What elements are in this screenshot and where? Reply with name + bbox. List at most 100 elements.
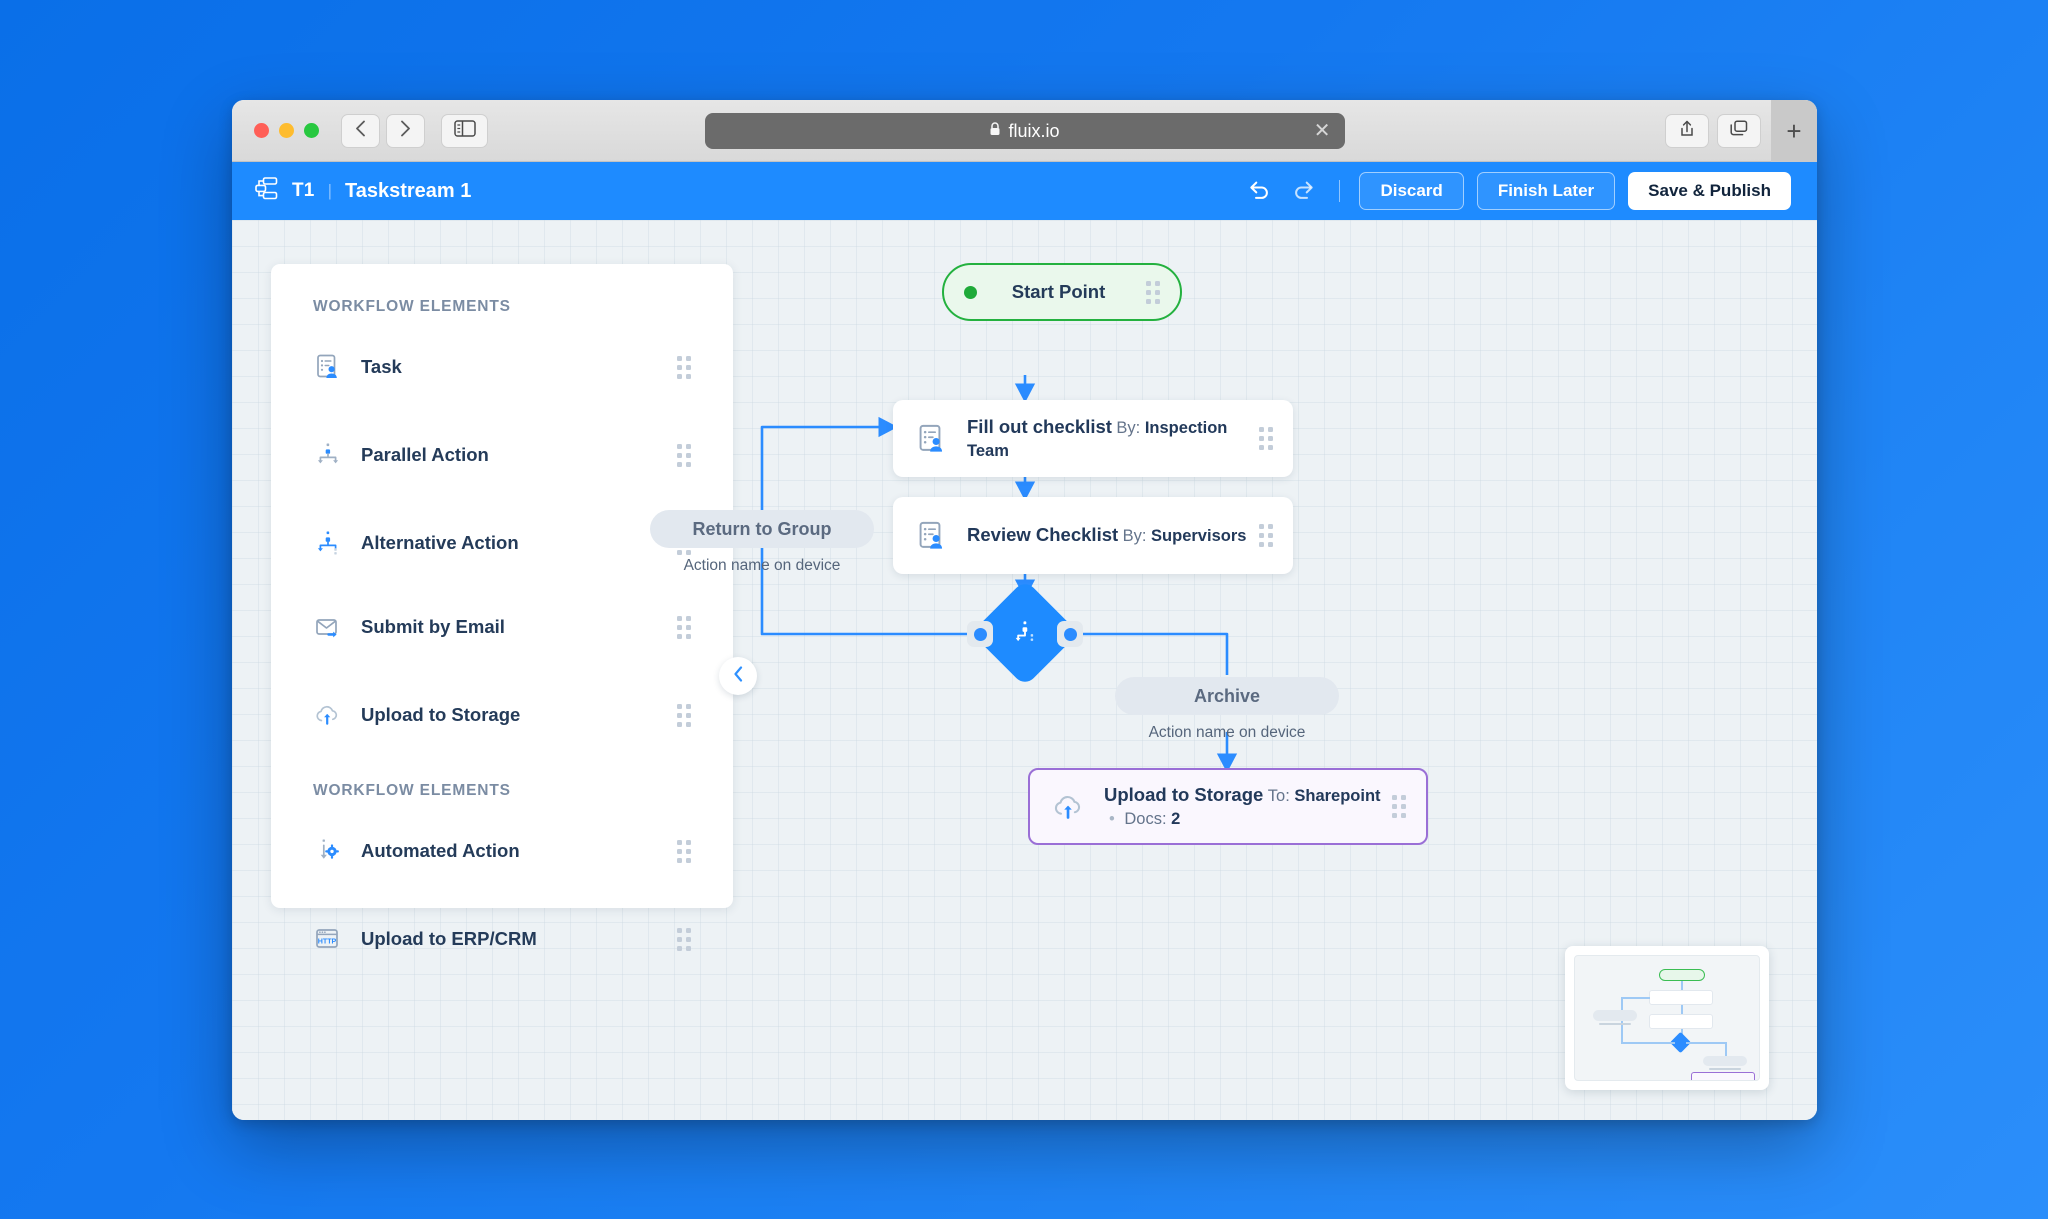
parallel-action-icon <box>313 440 343 470</box>
sidebar-item-automated-action[interactable]: Automated Action <box>271 824 733 878</box>
redo-button[interactable] <box>1288 175 1320 207</box>
minimap-viewport <box>1574 955 1760 1081</box>
email-submit-icon <box>313 612 343 642</box>
sidebar-item-submit-by-email[interactable]: Submit by Email <box>271 600 733 654</box>
sidebar-item-upload-to-erp-crm[interactable]: HTTP Upload to ERP/CRM <box>271 912 733 966</box>
drag-handle-icon[interactable] <box>1259 427 1273 450</box>
workflow-canvas[interactable]: Start Point Fill out checklist <box>232 220 1817 1120</box>
drag-handle-icon[interactable] <box>677 703 691 727</box>
node-title: Start Point <box>1011 281 1106 302</box>
cloud-upload-icon <box>313 700 343 730</box>
node-upload-to-storage[interactable]: Upload to Storage To: Sharepoint • Docs:… <box>1028 768 1428 845</box>
drag-handle-icon[interactable] <box>677 615 691 639</box>
maximize-window-button[interactable] <box>304 123 319 138</box>
undo-button[interactable] <box>1243 175 1275 207</box>
minimap-node <box>1649 990 1713 1005</box>
node-subtitle-value: Inspection Team <box>967 419 1228 460</box>
minimap-node-selected <box>1691 1072 1755 1080</box>
task-checklist-user-icon <box>915 519 949 553</box>
node-fill-out-checklist[interactable]: Fill out checklist By: Inspection Team <box>893 400 1293 477</box>
forward-button[interactable] <box>386 113 425 148</box>
decision-diamond[interactable] <box>971 579 1079 687</box>
alternative-action-icon <box>313 528 343 558</box>
node-title: Fill out checklist <box>967 416 1112 438</box>
discard-button[interactable]: Discard <box>1359 172 1464 210</box>
panel-section-title-2: WORKFLOW ELEMENTS <box>313 782 511 799</box>
label-archive[interactable]: Archive Action name on device <box>1115 677 1339 742</box>
node-subtitle-prefix: By: <box>1116 419 1141 438</box>
drag-handle-icon[interactable] <box>677 443 691 467</box>
minimap-node-start <box>1659 969 1705 981</box>
collapse-panel-button[interactable] <box>719 657 757 695</box>
toolbar-divider <box>1339 180 1341 202</box>
share-button[interactable] <box>1665 114 1709 148</box>
pill-caption: Action name on device <box>1148 724 1306 741</box>
browser-window: fluix.io ✕ <box>232 100 1817 1120</box>
close-window-button[interactable] <box>254 123 269 138</box>
sidebar-item-label: Upload to Storage <box>361 704 521 725</box>
task-checklist-user-icon <box>915 422 949 456</box>
drag-handle-icon[interactable] <box>1259 524 1273 547</box>
tab-overview-button[interactable] <box>1717 114 1761 148</box>
new-tab-button[interactable]: + <box>1771 100 1817 162</box>
sidebar-toggle-button[interactable] <box>441 113 488 148</box>
node-subtitle-separator: • <box>1109 809 1115 828</box>
minimap-connector <box>1681 1005 1683 1014</box>
app-header: T1 | Taskstream 1 <box>232 162 1817 220</box>
sidebar-item-label: Alternative Action <box>361 532 519 553</box>
drag-handle-icon[interactable] <box>677 927 691 951</box>
taskstream-icon <box>254 176 279 206</box>
sidebar-item-upload-to-storage[interactable]: Upload to Storage <box>271 688 733 742</box>
sidebar-item-task[interactable]: Task <box>271 340 733 394</box>
address-bar[interactable]: fluix.io ✕ <box>704 113 1345 149</box>
pill-label: Archive <box>1115 677 1339 715</box>
minimap-node <box>1649 1014 1713 1029</box>
automated-action-gear-icon <box>313 836 343 866</box>
sidebar-item-parallel-action[interactable]: Parallel Action <box>271 428 733 482</box>
drag-handle-icon[interactable] <box>1146 280 1160 304</box>
minimap-caption <box>1599 1023 1631 1025</box>
label-return-to-group[interactable]: Return to Group Action name on device <box>650 510 874 575</box>
node-subtitle: By: Supervisors <box>1123 527 1247 545</box>
canvas-minimap[interactable] <box>1565 946 1769 1090</box>
sidebar-item-label: Parallel Action <box>361 444 489 465</box>
breadcrumb-separator: | <box>327 181 332 200</box>
status-dot-icon <box>964 285 977 299</box>
chevron-right-icon <box>400 120 411 142</box>
minimize-window-button[interactable] <box>279 123 294 138</box>
drag-handle-icon[interactable] <box>677 839 691 863</box>
window-traffic-lights <box>254 123 319 138</box>
node-start-point[interactable]: Start Point <box>942 263 1182 321</box>
address-bar-text: fluix.io <box>1008 120 1060 141</box>
minimap-connector <box>1725 1042 1727 1056</box>
editor-body: WORKFLOW ELEMENTS Task <box>232 220 1817 1120</box>
browser-titlebar: fluix.io ✕ <box>232 100 1817 162</box>
decision-port-left[interactable] <box>967 621 993 647</box>
stop-loading-button[interactable]: ✕ <box>1313 120 1331 142</box>
pill-caption: Action name on device <box>683 557 841 574</box>
node-subtitle: By: Inspection Team <box>967 419 1227 459</box>
node-review-checklist[interactable]: Review Checklist By: Supervisors <box>893 497 1293 574</box>
drag-handle-icon[interactable] <box>677 355 691 379</box>
node-subtitle-docs-value: 2 <box>1171 809 1181 828</box>
minimap-connector <box>1621 997 1650 999</box>
save-publish-button[interactable]: Save & Publish <box>1628 172 1791 210</box>
redo-icon <box>1292 178 1316 205</box>
alternative-action-icon <box>1010 618 1040 648</box>
lock-icon <box>989 122 1001 140</box>
minimap-pill <box>1593 1010 1637 1021</box>
node-title: Review Checklist <box>967 524 1119 546</box>
minimap-connector <box>1621 1042 1675 1044</box>
node-subtitle: To: Sharepoint • Docs: 2 <box>1104 787 1381 827</box>
drag-handle-icon[interactable] <box>1392 795 1406 818</box>
finish-later-button[interactable]: Finish Later <box>1476 172 1616 210</box>
node-alternative-decision[interactable] <box>971 579 1079 687</box>
undo-icon <box>1247 178 1271 205</box>
sidebar-item-label: Automated Action <box>361 840 520 861</box>
back-button[interactable] <box>341 113 380 148</box>
node-subtitle-to-prefix: To: <box>1267 787 1290 806</box>
decision-port-right[interactable] <box>1057 621 1083 647</box>
minimap-connector <box>1686 1042 1726 1044</box>
chevron-left-icon <box>355 120 366 142</box>
sidebar-item-label: Submit by Email <box>361 616 505 637</box>
